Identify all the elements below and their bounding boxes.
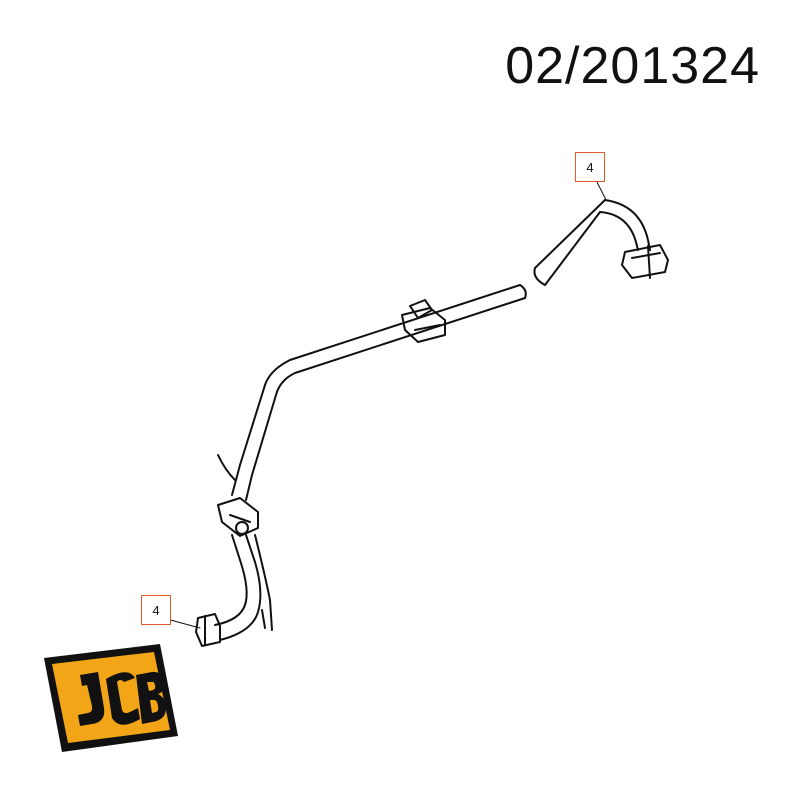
adjacent-pipe-3 [261,609,266,629]
bottom-fitting-nut [195,613,221,647]
pipe-gap-cap-2 [519,284,527,299]
part-number: 02/201324 [505,37,760,95]
pipe-upper-edge [604,199,651,251]
pipe-segment-top-2 [544,211,601,286]
adjacent-pipe [217,454,236,481]
pipe-segment-vertical [214,534,248,626]
pipe-segment-mid-2 [251,297,526,476]
pipe-gap-cap [533,267,546,286]
callout-top-leader [595,179,607,201]
pipe-segment-mid [239,284,521,466]
callout-label-top: 4 [575,152,605,182]
jcb-logo [44,644,178,752]
pipe-segment-low-2 [245,474,253,501]
callout-label-bottom: 4 [141,595,171,625]
pipe-segment-vertical-2 [219,534,262,641]
pipe-lower-edge [599,211,639,251]
top-fitting-nut [621,244,669,279]
adjacent-pipe-2 [254,534,273,631]
middle-clamp [217,497,259,537]
pipe-segment-top [534,199,606,269]
